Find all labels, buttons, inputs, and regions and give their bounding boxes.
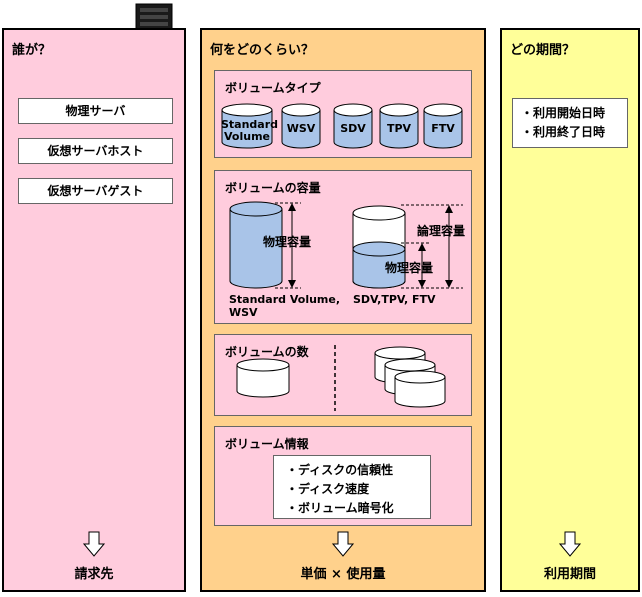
down-arrow-icon — [83, 531, 105, 557]
volume-type-title: ボリュームタイプ — [225, 81, 321, 95]
virtual-host-box: 仮想サーバホスト — [18, 138, 173, 164]
sdv-caption: SDV,TPV, FTV — [353, 293, 436, 306]
who-title: 誰が？ — [12, 43, 52, 58]
volume-capacity-title: ボリュームの容量 — [225, 181, 321, 195]
volume-info-list: ・ディスクの信頼性 ・ディスク速度 ・ボリューム暗号化 — [273, 455, 431, 519]
physical-capacity-label: 物理容量 — [263, 235, 312, 249]
when-column: どの期間？ ・利用開始日時 ・利用終了日時 利用期間 — [500, 28, 640, 592]
list-item: ・ディスクの信頼性 — [286, 463, 394, 477]
volume-cylinder: FTV — [423, 103, 463, 149]
physical-capacity-label-right: 物理容量 — [385, 261, 434, 275]
volume-count-title: ボリュームの数 — [225, 345, 309, 359]
volume-cylinder: SDV — [333, 103, 373, 149]
volume-type-label: WSV — [286, 122, 316, 135]
volume-capacity-panel: ボリュームの容量 物理容量 Standard Volum — [214, 170, 472, 324]
list-item: ・ディスク速度 — [286, 482, 370, 496]
volume-type-label: FTV — [431, 122, 455, 135]
volume-info-title: ボリューム情報 — [225, 437, 309, 451]
physical-server-box: 物理サーバ — [18, 98, 173, 124]
what-title: 何をどのくらい？ — [210, 43, 315, 58]
when-title: どの期間？ — [510, 43, 576, 58]
list-item: ・ボリューム暗号化 — [286, 501, 394, 515]
volume-type-label: SDV — [340, 122, 366, 135]
when-footer: 利用期間 — [543, 567, 596, 582]
who-column: 誰が？ 物理サーバ 仮想サーバホスト 仮想サーバゲスト 請求先 — [2, 28, 186, 592]
standard-volume-caption: Standard Volume, WSV — [229, 293, 341, 319]
capacity-diagram — [229, 201, 463, 289]
list-item: ・利用終了日時 — [521, 125, 606, 139]
down-arrow-icon — [332, 531, 354, 557]
volume-info-panel: ボリューム情報 ・ディスクの信頼性 ・ディスク速度 ・ボリューム暗号化 — [214, 426, 472, 526]
volume-type-panel: ボリュームタイプ Standard Volume WSV SDV TPV FTV — [214, 70, 472, 158]
volume-cylinder: Standard Volume — [221, 103, 279, 149]
virtual-guest-box: 仮想サーバゲスト — [18, 178, 173, 204]
volume-type-label: TPV — [386, 122, 412, 135]
what-footer: 単価 × 使用量 — [300, 567, 386, 582]
list-item: ・利用開始日時 — [521, 106, 606, 120]
period-list: ・利用開始日時 ・利用終了日時 — [512, 98, 628, 148]
who-footer: 請求先 — [74, 567, 114, 582]
logical-capacity-label: 論理容量 — [417, 224, 466, 238]
what-column: 何をどのくらい？ ボリュームタイプ Standard Volume WSV SD… — [200, 28, 486, 592]
down-arrow-icon — [559, 531, 581, 557]
volume-type-label: Standard Volume — [221, 118, 279, 143]
volume-count-panel: ボリュームの数 — [214, 334, 472, 416]
volume-count-diagram — [236, 345, 446, 411]
volume-cylinder: TPV — [379, 103, 419, 149]
volume-cylinder: WSV — [281, 103, 321, 149]
